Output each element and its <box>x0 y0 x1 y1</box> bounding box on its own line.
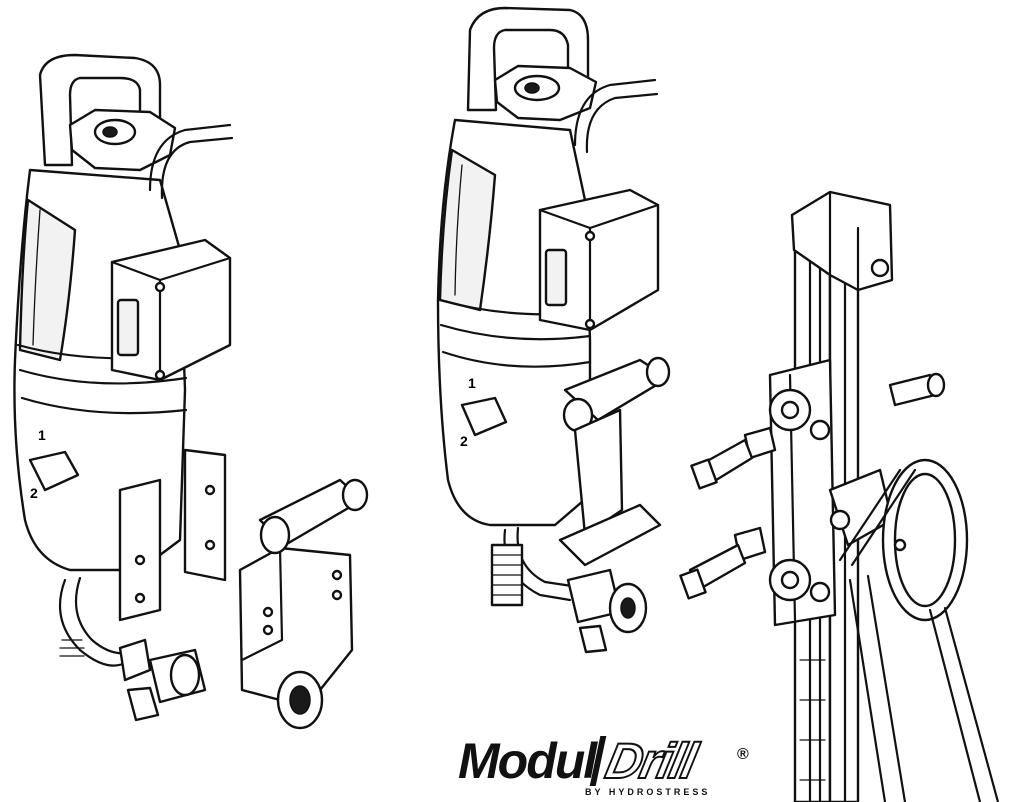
drill-motor-left: 1 2 <box>13 53 234 722</box>
logo-word-modul: Modul <box>458 733 597 789</box>
carriage-bracket <box>238 478 369 730</box>
svg-text:2: 2 <box>30 485 38 501</box>
logo-tagline: BY HYDROSTRESS <box>585 787 711 797</box>
svg-text:1: 1 <box>38 427 46 443</box>
svg-text:1: 1 <box>468 375 476 391</box>
drill-stand-column <box>679 190 1000 802</box>
registered-mark: ® <box>737 746 749 763</box>
logo-word-drill: Drill <box>589 732 701 790</box>
drill-motor-center: 1 2 <box>436 6 671 654</box>
svg-text:2: 2 <box>460 433 468 449</box>
